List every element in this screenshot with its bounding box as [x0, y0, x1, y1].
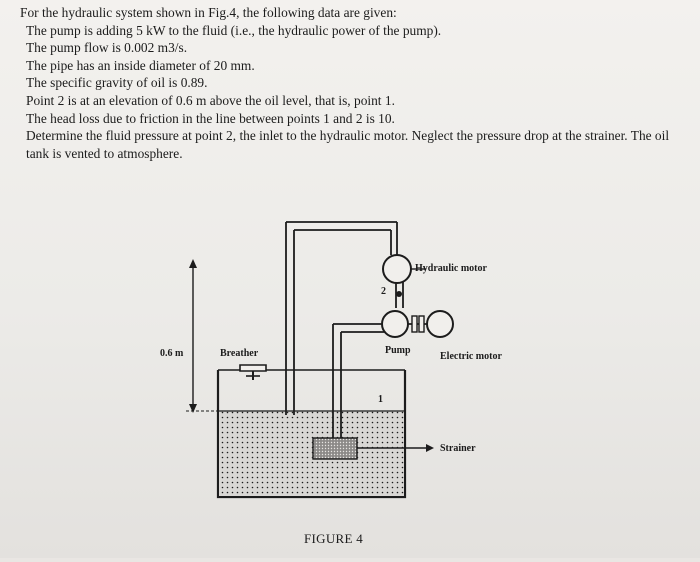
hydraulic-system-figure: Hydraulic motor Pump Electric motor Brea…: [0, 195, 700, 558]
label-hydraulic-motor: Hydraulic motor: [415, 263, 487, 274]
problem-line-specific-gravity: The specific gravity of oil is 0.89.: [26, 75, 208, 91]
problem-line-head-loss: The head loss due to friction in the lin…: [26, 110, 395, 126]
figure-caption: FIGURE 4: [304, 531, 364, 546]
strainer-arrow-icon: [357, 444, 434, 452]
problem-statement: For the hydraulic system shown in Fig.4,…: [20, 4, 680, 162]
problem-line-elevation: Point 2 is at an elevation of 0.6 m abov…: [26, 92, 395, 108]
label-elevation: 0.6 m: [160, 348, 184, 359]
problem-line-pump-flow: The pump flow is 0.002 m3/s.: [26, 40, 188, 56]
hydraulic-motor-icon: [382, 254, 412, 284]
label-breather: Breather: [220, 348, 259, 359]
oil-tank: [216, 369, 407, 499]
hydraulic-diagram: [186, 221, 454, 499]
label-strainer: Strainer: [440, 443, 476, 454]
pressure-line: [395, 280, 404, 308]
strainer-icon: [312, 437, 358, 460]
oil-dots: [219, 411, 404, 496]
problem-line-pump-power: The pump is adding 5 kW to the fluid (i.…: [26, 22, 442, 38]
return-line: [285, 221, 398, 415]
label-point-1: 1: [378, 394, 383, 405]
problem-line-question: Determine the fluid pressure at point 2,…: [26, 128, 670, 161]
label-pump: Pump: [385, 345, 411, 356]
label-electric-motor: Electric motor: [440, 351, 502, 362]
breather-icon: [239, 364, 267, 380]
dimension-arrow-up-icon: [189, 259, 197, 268]
pump-icon: [381, 310, 409, 338]
point-2-marker: [396, 291, 402, 297]
problem-line-intro: For the hydraulic system shown in Fig.4,…: [20, 5, 397, 20]
elevation-dimension: [186, 259, 218, 413]
label-point-2: 2: [381, 286, 386, 297]
problem-line-pipe-diameter: The pipe has an inside diameter of 20 mm…: [26, 57, 255, 73]
dimension-arrow-down-icon: [189, 404, 197, 413]
electric-motor-icon: [426, 310, 454, 338]
coupling-icon: [408, 315, 427, 333]
